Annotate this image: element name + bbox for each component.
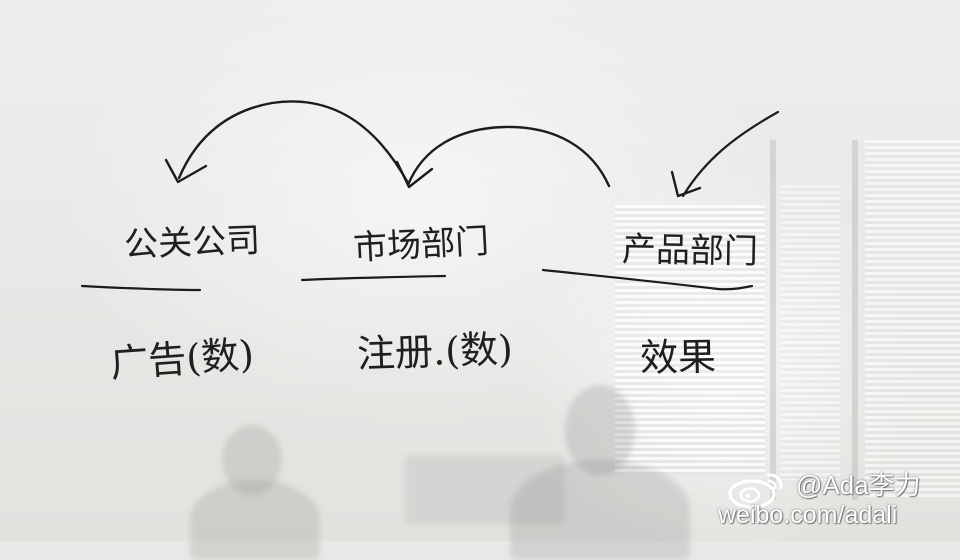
- weibo-logo-icon: [728, 473, 783, 509]
- weibo-watermark: @Ada李力 weibo.com/adali: [718, 465, 946, 535]
- person-reflection: [222, 425, 282, 495]
- arrowhead-icon: [670, 170, 702, 198]
- divider-line: [80, 284, 202, 292]
- person-reflection: [565, 385, 635, 475]
- label-signups-count: 注册.(数): [356, 327, 513, 376]
- window-reflection: [865, 140, 960, 500]
- arrowhead-icon: [395, 160, 434, 189]
- divider-line: [300, 274, 447, 282]
- arrow-to-product: [681, 110, 780, 198]
- label-ads-count: 广告(数): [109, 332, 255, 386]
- arrowhead-icon: [164, 158, 208, 184]
- handwriting-layer: 公关公司 市场部门 产品部门 广告(数) 注册.(数) 效果: [80, 100, 780, 386]
- label-effect: 效果: [640, 335, 717, 380]
- window-reflection: [780, 185, 840, 480]
- window-frame: [852, 140, 858, 500]
- window-reflection: [615, 205, 765, 475]
- arrow-to-marketing: [406, 125, 611, 188]
- divider-line: [541, 268, 754, 291]
- desk-reflection: [405, 455, 565, 525]
- window-frame: [770, 140, 776, 500]
- heading-marketing-dept: 市场部门: [352, 221, 490, 268]
- arrow-to-pr-company: [177, 100, 410, 185]
- weibo-url: weibo.com/adali: [718, 501, 898, 529]
- heading-product-dept: 产品部门: [622, 230, 759, 272]
- weibo-handle: @Ada李力: [796, 470, 921, 500]
- heading-pr-company: 公关公司: [123, 221, 260, 266]
